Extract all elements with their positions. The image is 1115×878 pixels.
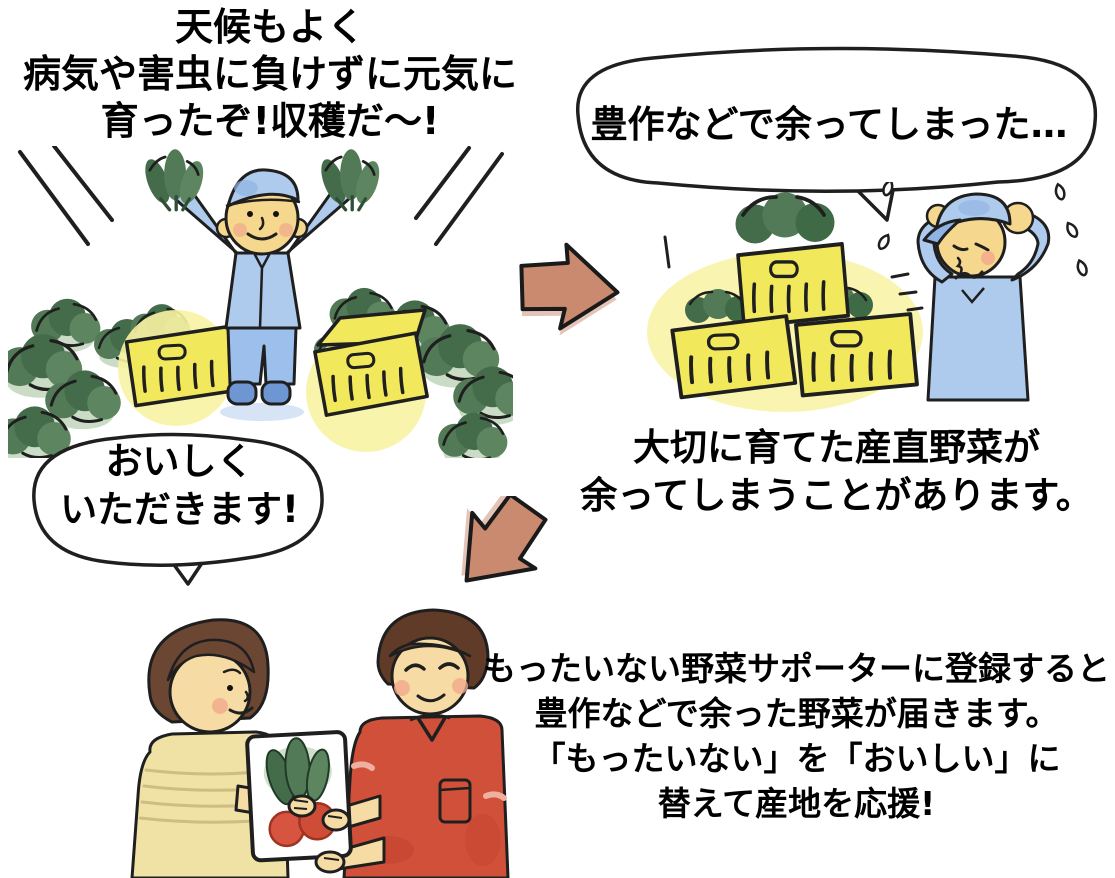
caption-line: もったいない野菜サポーターに登録すると (483, 649, 1110, 688)
caption-line: 豊作などで余った野菜が届きます。 (534, 694, 1059, 733)
harvest-narration: 天候もよく 病気や害虫に負けずに元気に 育ったぞ!収穫だ〜! (0, 4, 540, 145)
speech-bubble-shape (32, 432, 324, 586)
crate-right (306, 308, 430, 452)
caption-line: 替えて産地を応援! (657, 784, 936, 823)
farmer-cheering (138, 147, 386, 421)
surplus-caption: 大切に育てた産直野菜が 余ってしまうことがあります。 (558, 424, 1115, 520)
arrow-right-icon (519, 242, 620, 336)
narration-line: 天候もよく (174, 5, 365, 49)
vegetable-box-card (245, 730, 353, 863)
supporter-caption: もったいない野菜サポーターに登録すると 豊作などで余った野菜が届きます。 「もっ… (478, 646, 1115, 826)
surplus-bubble-text: 豊作などで余ってしまった… (590, 103, 1068, 146)
arrow-down-left-icon (461, 496, 548, 583)
crate-left (118, 310, 240, 426)
consumers-scene-illustration (130, 608, 510, 878)
narration-line: 育ったぞ!収穫だ〜! (100, 99, 440, 143)
worried-farmer (916, 192, 1051, 402)
hands-holding-card (287, 794, 351, 874)
caption-line: 大切に育てた産直野菜が (633, 426, 1040, 469)
caption-line: 余ってしまうことがあります。 (580, 474, 1093, 517)
thanks-bubble-text: おいしく いただきます! (60, 440, 299, 531)
surplus-speech-bubble: 豊作などで余ってしまった… (543, 30, 1115, 225)
surplus-scene-illustration (647, 182, 1090, 412)
narration-line: 病気や害虫に負けずに元気に (22, 52, 517, 96)
thanks-speech-bubble: おいしく いただきます! (22, 416, 337, 586)
man-consumer (330, 608, 510, 878)
harvest-scene-illustration (8, 146, 513, 458)
sun-rays-icon (18, 146, 504, 246)
caption-line: 「もったいない」を「おいしい」に (532, 739, 1061, 778)
